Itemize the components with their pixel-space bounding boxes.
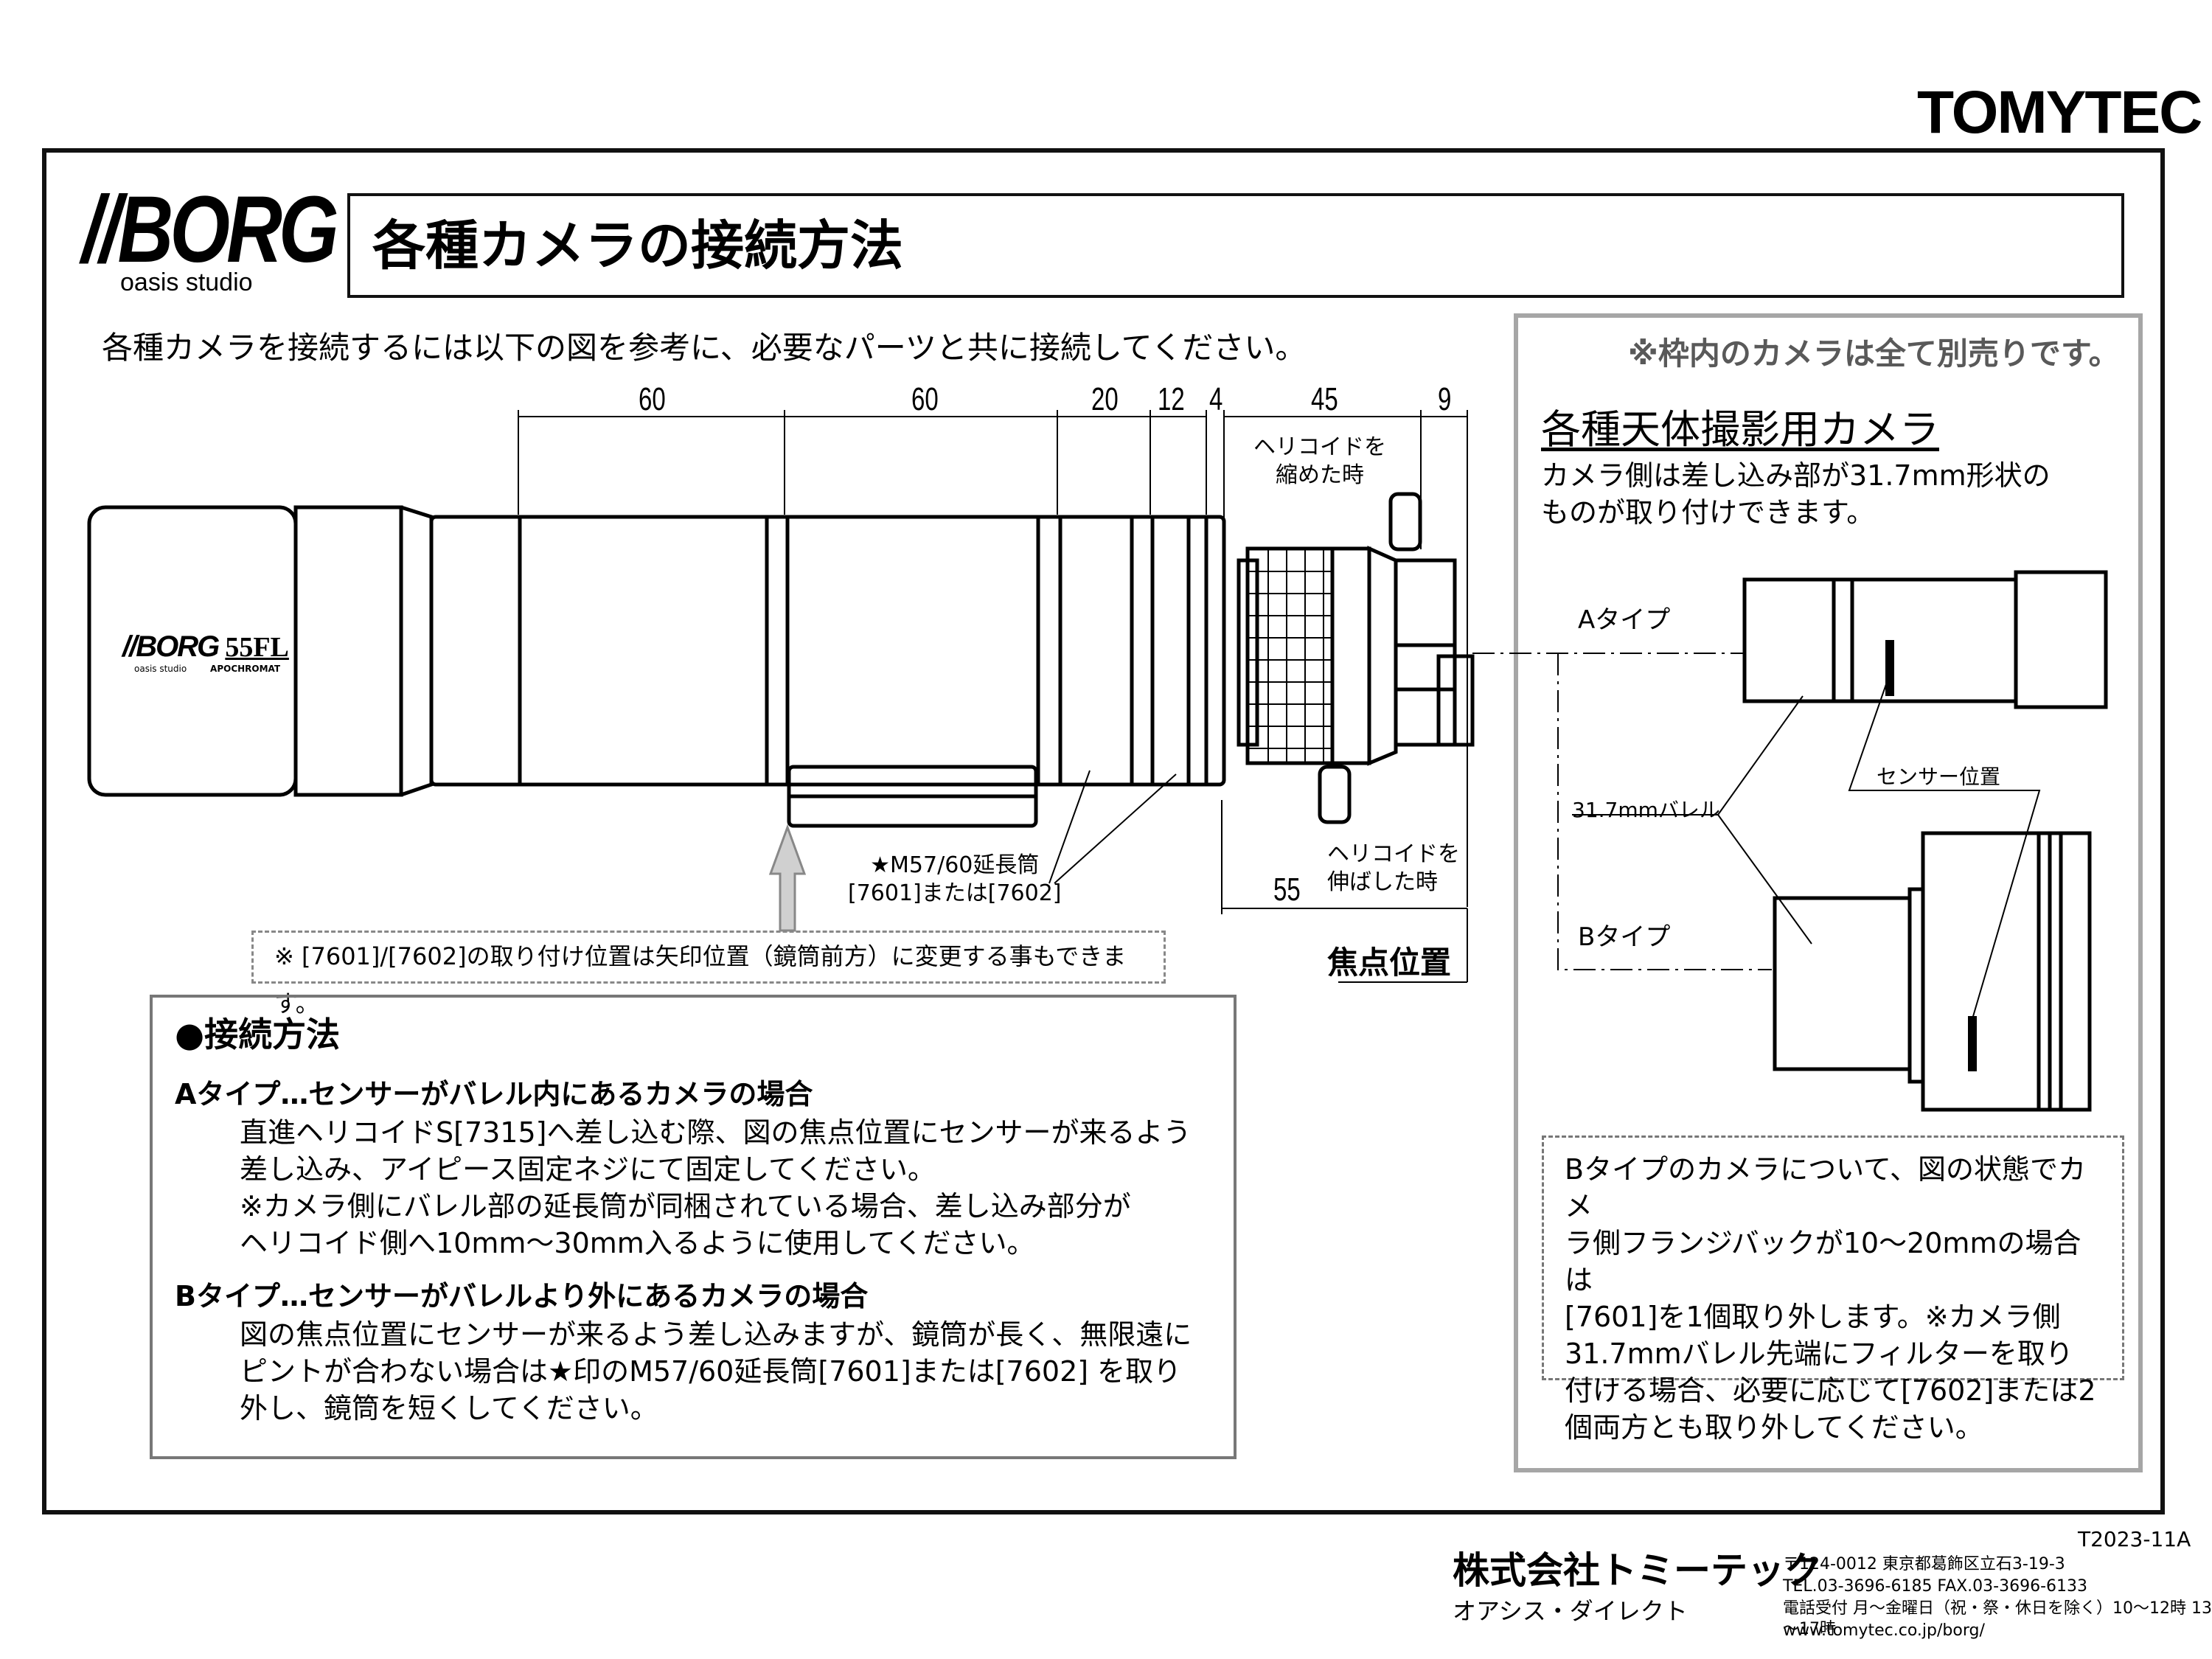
sold-separately-note: ※枠内のカメラは全て別売りです。 (1628, 335, 2120, 372)
description-line: カメラ側は差し込み部が31.7mm形状の (1541, 459, 2051, 492)
type-a-label: Aタイプ (1578, 605, 1671, 635)
document-code: T2023-11A (2078, 1527, 2191, 1551)
company-name: 株式会社トミーテック (1453, 1549, 1821, 1592)
type-a-body: 直進ヘリコイドS[7315]へ差し込む際、図の焦点位置にセンサーが来るよう 差し… (240, 1116, 1192, 1259)
telescope-brand: //BORG (122, 630, 220, 663)
borg-logo: //BORG oasis studio (82, 177, 339, 298)
company-address: 〒124-0012 東京都葛飾区立石3-19-3 (1783, 1555, 2065, 1573)
dim-label-bottom: 55 (1273, 872, 1301, 908)
camera-panel-description: カメラ側は差し込み部が31.7mm形状の ものが取り付けできます。 (1541, 457, 2051, 531)
extension-tube-label: ★M57/60延長筒[7601]または[7602] (848, 852, 1062, 906)
description-line: ものが取り付けできます。 (1541, 496, 1875, 529)
focus-position-label: 焦点位置 (1327, 945, 1452, 981)
dim-label: 12 (1158, 381, 1185, 417)
intro-text: 各種カメラを接続するには以下の図を参考に、必要なパーツと共に接続してください。 (102, 330, 1307, 366)
telescope-model: 55FL (225, 632, 289, 663)
dim-label: 60 (639, 381, 666, 417)
helicoid-retracted-label: ヘリコイドを縮めた時 (1253, 434, 1386, 488)
method-title: ●接続方法 (175, 1015, 341, 1054)
connection-method-box: ●接続方法 Aタイプ…センサーがバレル内にあるカメラの場合 直進ヘリコイドS[7… (150, 995, 1237, 1459)
type-b-body: 図の焦点位置にセンサーが来るよう差し込みますが、鏡筒が長く、無限遠に ピントが合… (240, 1318, 1192, 1425)
barrel-label: 31.7mmバレル (1572, 798, 1720, 822)
dim-label: 4 (1209, 381, 1223, 417)
helicoid-extended-label: ヘリコイドを伸ばした時 (1327, 841, 1460, 895)
type-b-heading: Bタイプ…センサーがバレルより外にあるカメラの場合 (175, 1280, 869, 1312)
dim-label: 60 (911, 381, 939, 417)
type-b-note: Bタイプのカメラについて、図の状態でカメ ラ側フランジバックが10～20mmの場… (1542, 1135, 2124, 1444)
type-b-label: Bタイプ (1578, 922, 1671, 952)
arrow-position-note: ※ [7601]/[7602]の取り付け位置は矢印位置（鏡筒前方）に変更する事も… (251, 931, 1166, 1018)
dim-label: 20 (1091, 381, 1119, 417)
sensor-b-icon (1968, 1016, 1977, 1071)
position-arrow-icon (768, 824, 807, 932)
sensor-position-label: センサー位置 (1877, 765, 2001, 789)
company-division: オアシス・ダイレクト (1453, 1597, 1688, 1625)
borg-logo-text: //BORG (82, 177, 339, 282)
tomytec-logo: TOMYTEC (1917, 79, 2202, 146)
title-box: 各種カメラの接続方法 (347, 193, 2124, 298)
camera-panel-title: 各種天体撮影用カメラ (1541, 406, 1939, 453)
borg-logo-subtext: oasis studio (120, 268, 253, 296)
company-hours: 電話受付 月～金曜日（祝・祭・休日を除く）10～12時 13～17時 (1783, 1599, 2212, 1638)
company-url[interactable]: www.tomytec.co.jp/borg/ (1783, 1621, 1985, 1640)
company-phone: TEL.03-3696-6185 FAX.03-3696-6133 (1783, 1577, 2088, 1596)
telescope-decal-sub: oasis studio APOCHROMAT (134, 664, 281, 674)
type-a-heading: Aタイプ…センサーがバレル内にあるカメラの場合 (175, 1078, 813, 1110)
camera-panel (1514, 313, 2143, 1472)
dim-label: 9 (1438, 381, 1452, 417)
sensor-a-icon (1885, 640, 1894, 696)
document-frame (42, 148, 2165, 1514)
dim-label: 45 (1311, 381, 1338, 417)
page-title: 各種カメラの接続方法 (372, 215, 904, 276)
telescope-decal: //BORG 55FL oasis studio APOCHROMAT (122, 630, 289, 674)
